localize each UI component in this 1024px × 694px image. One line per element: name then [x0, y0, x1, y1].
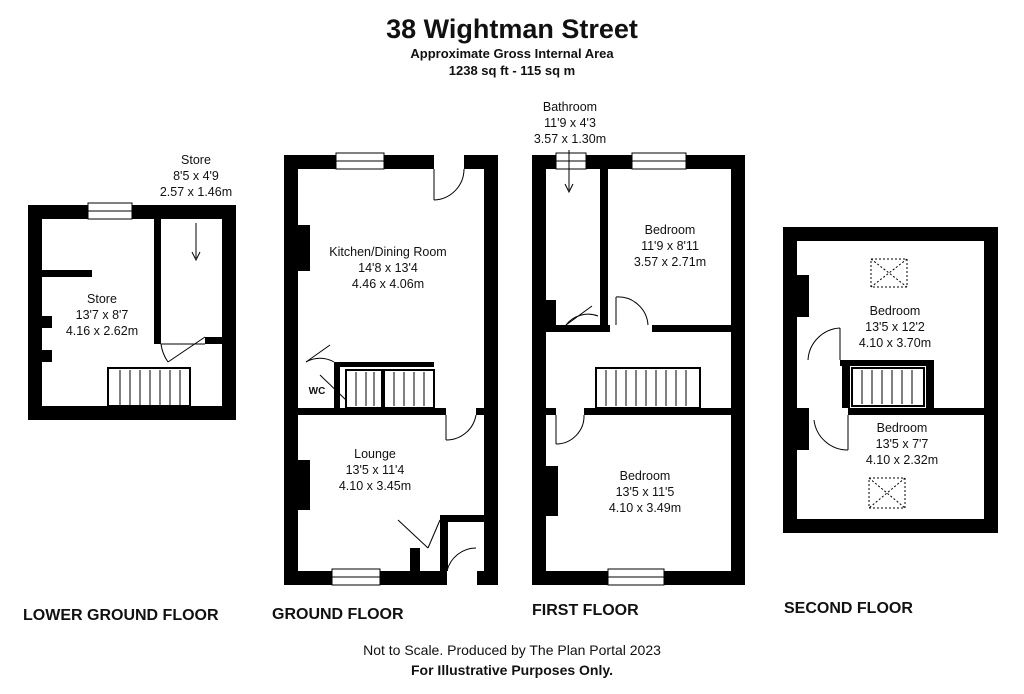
room-label-wc: WC: [308, 386, 326, 397]
room-label-store-small: Store 8'5 x 4'9 2.57 x 1.46m: [159, 153, 233, 199]
page-title: 38 Wightman Street: [386, 14, 638, 44]
second-floor-plan: [783, 227, 998, 533]
room-label-kitchen: Kitchen/Dining Room 14'8 x 13'4 4.46 x 4…: [329, 245, 447, 291]
floor-label-second: SECOND FLOOR: [784, 600, 913, 617]
floor-label-ground: GROUND FLOOR: [272, 606, 404, 623]
floor-label-lower-ground: LOWER GROUND FLOOR: [23, 607, 219, 624]
room-label-store-main: Store 13'7 x 8'7 4.16 x 2.62m: [65, 292, 139, 338]
room-label-bedroom-first-large: Bedroom 13'5 x 11'5 4.10 x 3.49m: [608, 469, 682, 515]
area-value: 1238 sq ft - 115 sq m: [448, 63, 576, 78]
room-label-bedroom-second-bottom: Bedroom 13'5 x 7'7 4.10 x 2.32m: [865, 421, 939, 467]
room-label-lounge: Lounge 13'5 x 11'4 4.10 x 3.45m: [338, 447, 412, 493]
room-label-bedroom-second-top: Bedroom 13'5 x 12'2 4.10 x 3.70m: [858, 304, 932, 350]
ground-floor-plan: [284, 152, 498, 586]
room-label-bedroom-first-small: Bedroom 11'9 x 8'11 3.57 x 2.71m: [633, 223, 707, 269]
area-caption: Approximate Gross Internal Area: [410, 46, 614, 61]
footer-note: Not to Scale. Produced by The Plan Porta…: [363, 642, 661, 658]
lower-ground-floor-plan: [28, 202, 236, 420]
room-label-bathroom: Bathroom 11'9 x 4'3 3.57 x 1.30m: [533, 100, 607, 146]
first-floor-plan: [532, 150, 745, 586]
floor-label-first: FIRST FLOOR: [532, 602, 639, 619]
footer-disclaimer: For Illustrative Purposes Only.: [410, 662, 613, 678]
